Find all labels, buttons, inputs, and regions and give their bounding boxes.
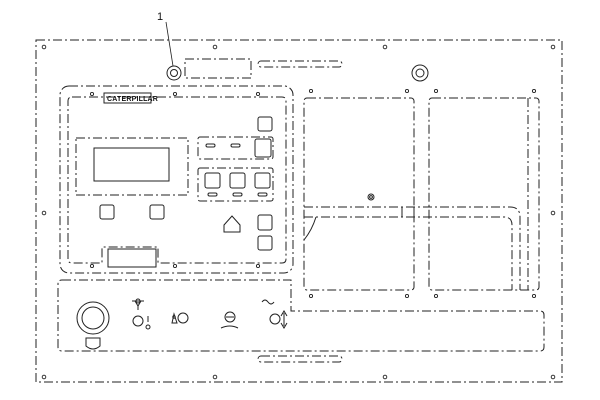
top-grommet-1 bbox=[166, 65, 182, 81]
lower-button-2[interactable] bbox=[257, 235, 273, 251]
display-screen bbox=[93, 147, 170, 182]
caterpillar-logo-plate bbox=[103, 92, 152, 104]
breaker-compartment-1-holes bbox=[308, 88, 410, 299]
mode-button-3[interactable] bbox=[254, 172, 271, 189]
mode-indicator-3 bbox=[257, 192, 268, 197]
emergency-stop-button[interactable] bbox=[76, 301, 110, 335]
outer-panel-outline bbox=[35, 39, 563, 383]
breaker-compartment-1 bbox=[303, 97, 415, 291]
lower-button-1[interactable] bbox=[257, 214, 273, 231]
controller-inner-outline bbox=[67, 96, 287, 264]
cable-run bbox=[304, 206, 521, 290]
right-soft-button[interactable] bbox=[149, 204, 165, 220]
mode-button-group bbox=[197, 167, 274, 202]
caterpillar-logo: CATERPILLAR bbox=[107, 96, 158, 103]
outer-mounting-holes bbox=[41, 44, 556, 380]
status-light-1 bbox=[205, 143, 216, 148]
callout-label: 1 bbox=[157, 11, 163, 23]
lamp-switch[interactable] bbox=[177, 312, 189, 324]
mode-button-1[interactable] bbox=[204, 172, 221, 189]
ac-symbol-icon bbox=[261, 299, 275, 305]
engine-switch[interactable] bbox=[132, 315, 151, 330]
home-button[interactable] bbox=[223, 215, 241, 233]
top-label-plate bbox=[184, 58, 252, 79]
mode-indicator-1 bbox=[207, 192, 218, 197]
status-row-button[interactable] bbox=[254, 138, 272, 158]
callout-leader bbox=[165, 21, 174, 67]
mode-button-2[interactable] bbox=[229, 172, 246, 189]
controller-panel bbox=[59, 85, 294, 274]
center-fastener bbox=[367, 193, 375, 201]
breaker-compartment-2-holes bbox=[433, 88, 537, 299]
lamp-symbol-icon bbox=[171, 312, 178, 324]
display-frame bbox=[75, 137, 189, 196]
left-soft-button[interactable] bbox=[99, 204, 115, 220]
top-right-button[interactable] bbox=[257, 116, 273, 132]
emergency-stop-label bbox=[85, 337, 101, 350]
breaker-compartment-2 bbox=[428, 97, 540, 291]
status-light-row bbox=[197, 136, 274, 160]
top-grommet-2 bbox=[411, 64, 429, 82]
cable-run-lower bbox=[304, 216, 513, 290]
controller-bottom-label bbox=[107, 248, 157, 268]
cable-curve bbox=[303, 216, 317, 241]
status-light-2 bbox=[230, 143, 241, 148]
controller-panel-holes bbox=[89, 91, 261, 269]
throttle-knob[interactable] bbox=[220, 311, 239, 329]
lower-control-panel bbox=[57, 279, 545, 352]
engine-symbol-icon bbox=[132, 298, 144, 310]
voltage-adjust[interactable] bbox=[269, 310, 288, 329]
mode-indicator-2 bbox=[232, 192, 243, 197]
top-slot bbox=[257, 60, 343, 68]
bottom-slot bbox=[257, 355, 343, 363]
